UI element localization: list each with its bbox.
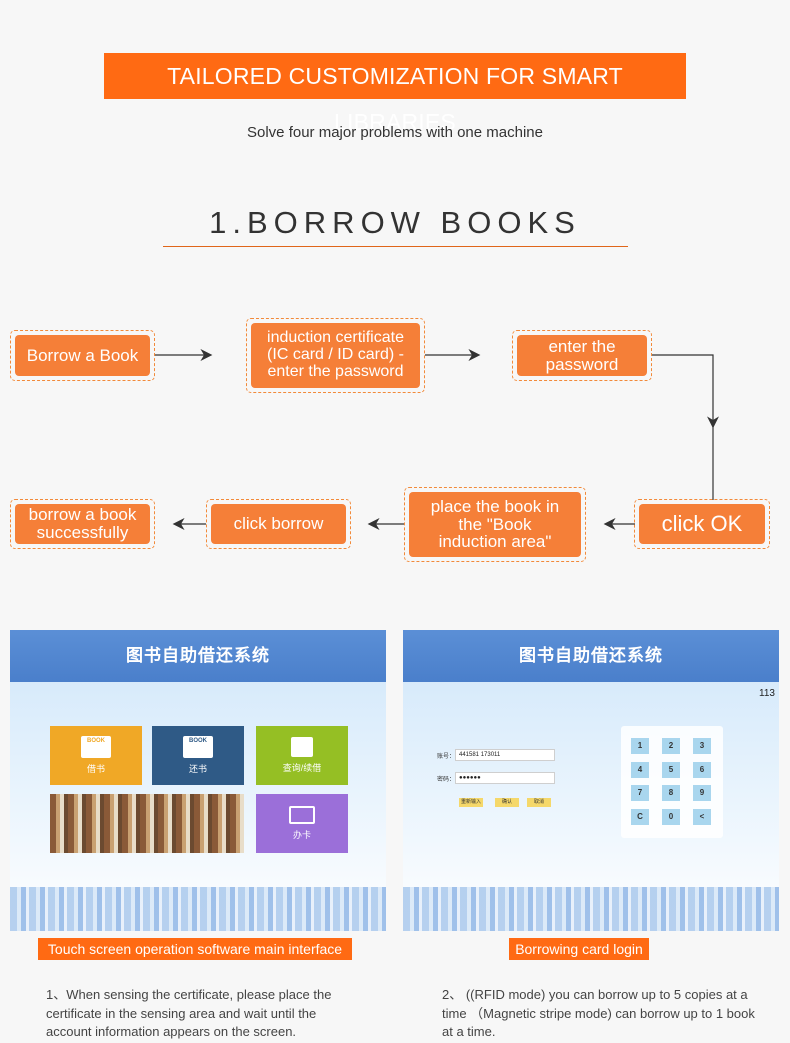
bookshelf-decoration — [10, 887, 386, 931]
step-click-ok: click OK — [634, 499, 770, 549]
key-5[interactable]: 5 — [662, 762, 680, 778]
tile-query: 查询/续借 — [256, 726, 348, 785]
key-0[interactable]: 0 — [662, 809, 680, 825]
card-number-label: 账号： — [437, 754, 456, 760]
key-clear[interactable]: C — [631, 809, 649, 825]
key-9[interactable]: 9 — [693, 785, 711, 801]
caption-main-interface: Touch screen operation software main int… — [38, 938, 352, 960]
step-place-book: place the book in the "Book induction ar… — [404, 487, 586, 562]
note-sensing-certificate: 1、When sensing the certificate, please p… — [46, 987, 332, 1039]
screen-header: 图书自助借还系统 — [10, 630, 386, 682]
monitor-icon — [289, 806, 315, 824]
step-borrow-success: borrow a book successfully — [10, 499, 155, 549]
book-folder-icon: BOOK — [81, 736, 111, 758]
tile-return: BOOK 还书 — [152, 726, 244, 785]
cancel-button[interactable]: 取消 — [527, 798, 551, 807]
step-induction-certificate: induction certificate (IC card / ID card… — [246, 318, 425, 393]
library-photo — [50, 794, 244, 853]
tile-query-label: 查询/续借 — [282, 763, 322, 773]
tile-borrow-label: 借书 — [86, 764, 105, 774]
note-borrow-limit: 2、 ((RFID mode) you can borrow up to 5 c… — [442, 987, 755, 1039]
confirm-button[interactable]: 确认 — [495, 798, 519, 807]
key-8[interactable]: 8 — [662, 785, 680, 801]
key-backspace[interactable]: < — [693, 809, 711, 825]
arrow-3 — [652, 354, 719, 429]
search-icon — [291, 737, 313, 757]
key-6[interactable]: 6 — [693, 762, 711, 778]
bookshelf-decoration — [403, 887, 779, 931]
section-title: 1.BORROW BOOKS — [209, 205, 581, 240]
tile-return-label: 还书 — [188, 764, 207, 774]
caption-card-login: Borrowing card login — [509, 938, 649, 960]
screen-header: 图书自助借还系统 — [403, 630, 779, 682]
key-3[interactable]: 3 — [693, 738, 711, 754]
tile-card-label: 办卡 — [292, 830, 311, 840]
card-number-field[interactable]: 441581 173011 — [455, 749, 555, 761]
keypad: 1 2 3 4 5 6 7 8 9 C 0 < — [621, 726, 723, 838]
step-borrow-a-book: Borrow a Book — [10, 330, 155, 381]
page-banner: TAILORED CUSTOMIZATION FOR SMART LIBRARI… — [104, 53, 686, 135]
page-subtitle: Solve four major problems with one machi… — [247, 124, 543, 141]
password-label: 密码： — [437, 777, 456, 783]
tile-borrow: BOOK 借书 — [50, 726, 142, 785]
password-field[interactable]: ●●●●●● — [455, 772, 555, 784]
card-login-screenshot: 图书自助借还系统 113 账号： 441581 173011 密码： ●●●●●… — [403, 630, 779, 931]
book-folder-icon: BOOK — [183, 736, 213, 758]
main-interface-screenshot: 图书自助借还系统 BOOK 借书 BOOK 还书 查询/续借 办卡 — [10, 630, 386, 931]
key-2[interactable]: 2 — [662, 738, 680, 754]
step-enter-password: enter the password — [512, 330, 652, 381]
step-click-borrow: click borrow — [206, 499, 351, 549]
login-counter: 113 — [759, 688, 775, 699]
section-divider — [163, 246, 628, 247]
tile-card: 办卡 — [256, 794, 348, 853]
key-1[interactable]: 1 — [631, 738, 649, 754]
reset-button[interactable]: 重新输入 — [459, 798, 483, 807]
key-4[interactable]: 4 — [631, 762, 649, 778]
key-7[interactable]: 7 — [631, 785, 649, 801]
